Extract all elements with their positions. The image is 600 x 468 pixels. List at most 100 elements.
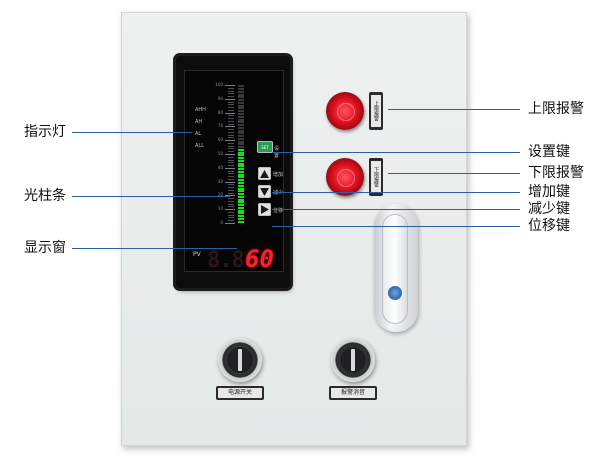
scale-minor-tick [228,101,234,103]
callout-lower-alarm: 下限报警 [528,165,584,181]
bar-segment [238,209,244,212]
bar-segment [238,107,244,110]
set-key[interactable]: SET [257,141,273,153]
callout-line-up-key [272,192,520,193]
alarm-label-al: AL [195,131,202,137]
scale-minor-tick [228,140,234,142]
bar-segment [238,173,244,176]
scale-minor-tick [228,148,234,150]
bar-segment [238,85,244,88]
callout-set-key: 设置键 [528,144,570,160]
scale-minor-tick [228,112,234,114]
scale-minor-tick [228,145,234,147]
bar-segment [238,115,244,118]
scale-minor-tick [228,156,234,158]
bar-segment [238,104,244,107]
bar-segment [238,201,244,204]
scale-minor-tick [228,173,234,175]
bar-segment [238,206,244,209]
down-key[interactable] [258,185,271,198]
callout-line-set-key [272,152,520,153]
shift-key[interactable] [258,203,271,216]
power-switch-plate-text: 电源开关 [218,388,262,398]
callout-bar: 光柱条 [24,188,66,204]
scale-minor-tick [228,104,234,106]
bar-segment [238,159,244,162]
bar-segment [238,99,244,102]
bar-segment [238,124,244,127]
callout-line-indicator [72,132,192,133]
scale-minor-tick [228,96,234,98]
display-unlit-digits: 8.8 [207,248,245,273]
bar-segment [238,126,244,129]
scale-minor-tick [228,123,234,125]
up-arrow-icon [260,169,269,178]
bar-segment [238,93,244,96]
scale-tick-label: 50 [217,151,223,156]
alarm-mute-switch-plate-text: 报警消音 [331,388,375,398]
bar-segment [238,140,244,143]
bar-segment [238,118,244,121]
scale-minor-tick [228,198,234,200]
callout-upper-alarm: 上限报警 [528,101,584,117]
bar-segment [238,137,244,140]
bar-segment [238,181,244,184]
lock-icon[interactable] [388,286,402,300]
bar-segment [238,195,244,198]
power-switch-lever [238,349,242,371]
bar-segment [238,146,244,149]
scale-tick-label: 80 [217,109,223,115]
scale-minor-tick [228,129,234,131]
scale-minor-tick [228,87,234,89]
scale-minor-tick [228,120,234,122]
bar-segment [238,215,244,218]
bar-segment [238,170,244,173]
up-key-label: 增加 [273,172,284,178]
bar-segment [238,165,244,168]
bar-segment [238,112,244,115]
scale-minor-tick [228,195,234,197]
scale-tick-label: 0 [220,220,223,225]
scale-minor-tick [228,109,234,111]
callout-line-down-key [272,209,520,210]
scale-minor-tick [228,211,234,213]
callout-line-bar [72,196,230,197]
scale-minor-tick [228,118,234,120]
scale-minor-tick [228,200,234,202]
door-handle[interactable] [382,214,408,324]
upper-alarm-lamp [326,92,364,130]
scale-minor-tick [228,167,234,169]
scale-minor-tick [228,162,234,164]
scale-minor-tick [228,189,234,191]
scale-minor-tick [228,98,234,100]
bar-segment [238,101,244,104]
scale-minor-tick [228,214,234,216]
bar-segment [238,129,244,132]
scale-minor-tick [228,90,234,92]
shift-key-label: 位移 [273,208,284,214]
upper-alarm-tag: 上限报警 [369,92,383,130]
scale-minor-tick [228,170,234,172]
down-key-label: 减少 [273,190,284,196]
bar-segment [238,179,244,182]
alarm-mute-switch-plate: 报警消音 [329,386,377,400]
bar-segment [238,176,244,179]
bar-segment [238,193,244,196]
scale-minor-tick [228,107,234,109]
bar-segment [238,212,244,215]
scale-minor-tick [228,131,234,133]
right-arrow-icon [260,205,269,214]
power-switch-plate: 电源开关 [216,386,264,400]
scale-minor-tick [228,151,234,153]
bar-segment [238,143,244,146]
set-key-label: 设置 [274,146,280,159]
scale-minor-tick [228,115,234,117]
bar-segment [238,110,244,113]
bar-segment [238,157,244,160]
scale-tick-label: 30 [217,178,223,184]
scale-minor-tick [228,126,234,128]
up-key[interactable] [258,167,271,180]
alarm-label-ah: AH [195,119,203,125]
